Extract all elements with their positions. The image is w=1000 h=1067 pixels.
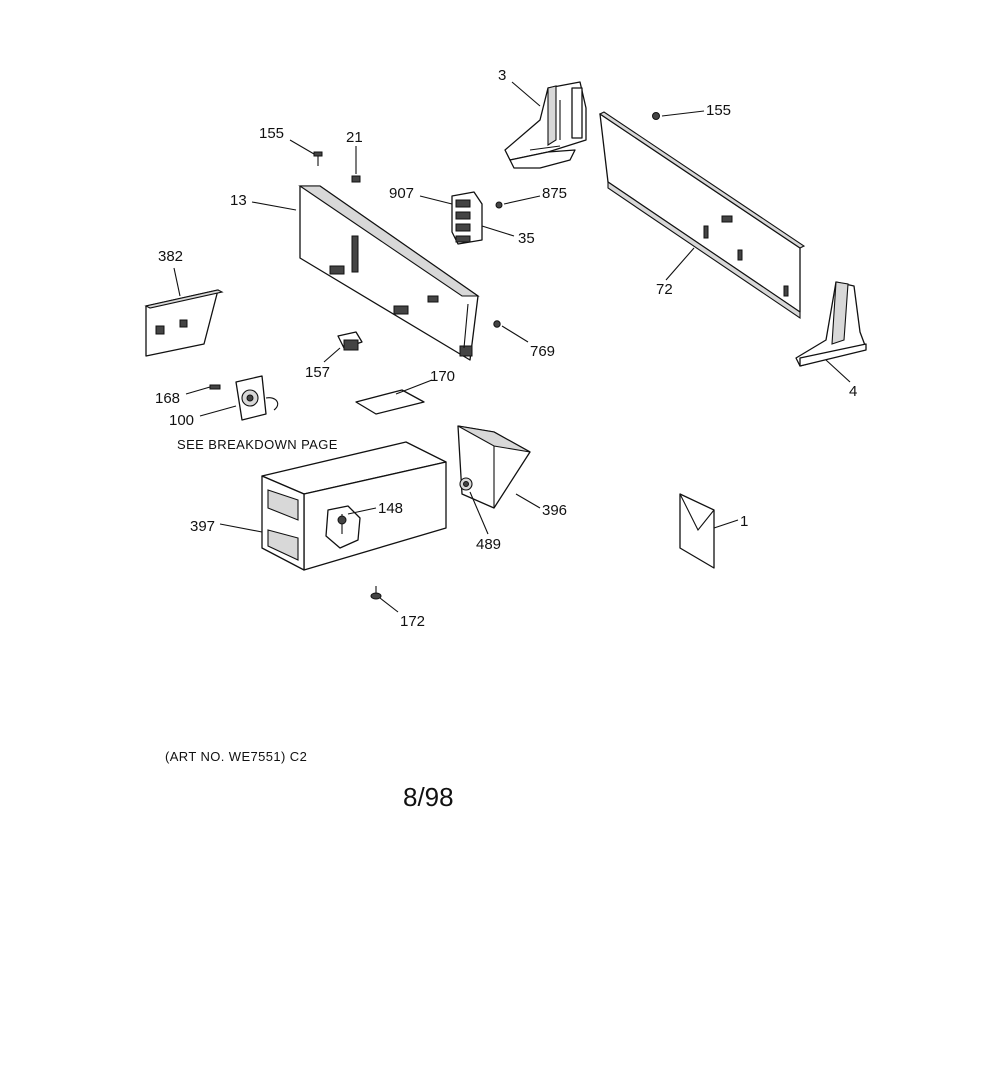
- part-100-timer: [235, 375, 279, 421]
- callout-382: 382: [158, 248, 183, 265]
- part-907-switch-block: [451, 191, 483, 245]
- part-1-document: [679, 493, 715, 569]
- callout-100: 100: [169, 412, 194, 429]
- callout-907: 907: [389, 185, 414, 202]
- part-3-end-bracket: [504, 81, 587, 169]
- callout-72: 72: [656, 281, 673, 298]
- callout-1: 1: [740, 513, 748, 530]
- screw-155-right: [652, 112, 660, 120]
- callout-157: 157: [305, 364, 330, 381]
- callout-155-left: 155: [259, 125, 284, 142]
- screw-172: [370, 586, 382, 600]
- screw-155-left: [313, 151, 323, 166]
- screw-168: [209, 384, 221, 390]
- see-breakdown-note: SEE BREAKDOWN PAGE: [177, 437, 338, 452]
- screw-875: [495, 201, 503, 209]
- art-number: (ART NO. WE7551) C2: [165, 749, 307, 764]
- callout-13: 13: [230, 192, 247, 209]
- clip-21: [351, 175, 361, 183]
- callout-489: 489: [476, 536, 501, 553]
- callout-168: 168: [155, 390, 180, 407]
- part-382-bracket: [144, 289, 224, 357]
- callout-170: 170: [430, 368, 455, 385]
- callout-155-right: 155: [706, 102, 731, 119]
- callout-3: 3: [498, 67, 506, 84]
- part-397-duct-housing: [261, 441, 447, 571]
- callout-396: 396: [542, 502, 567, 519]
- callout-172: 172: [400, 613, 425, 630]
- callout-21: 21: [346, 129, 363, 146]
- part-4-end-bracket: [795, 281, 867, 367]
- callout-875: 875: [542, 185, 567, 202]
- callout-769: 769: [530, 343, 555, 360]
- leader-lines: [173, 81, 851, 613]
- part-72-back-panel: [598, 111, 806, 320]
- part-396-blower-housing: [457, 425, 531, 509]
- callout-35: 35: [518, 230, 535, 247]
- part-157-switch: [337, 331, 363, 351]
- revision-date: 8/98: [403, 782, 454, 812]
- callout-4: 4: [849, 383, 857, 400]
- callout-148: 148: [378, 500, 403, 517]
- screw-769: [493, 320, 501, 328]
- part-13-control-panel: [298, 185, 480, 361]
- callout-397: 397: [190, 518, 215, 535]
- part-170-card: [355, 389, 425, 415]
